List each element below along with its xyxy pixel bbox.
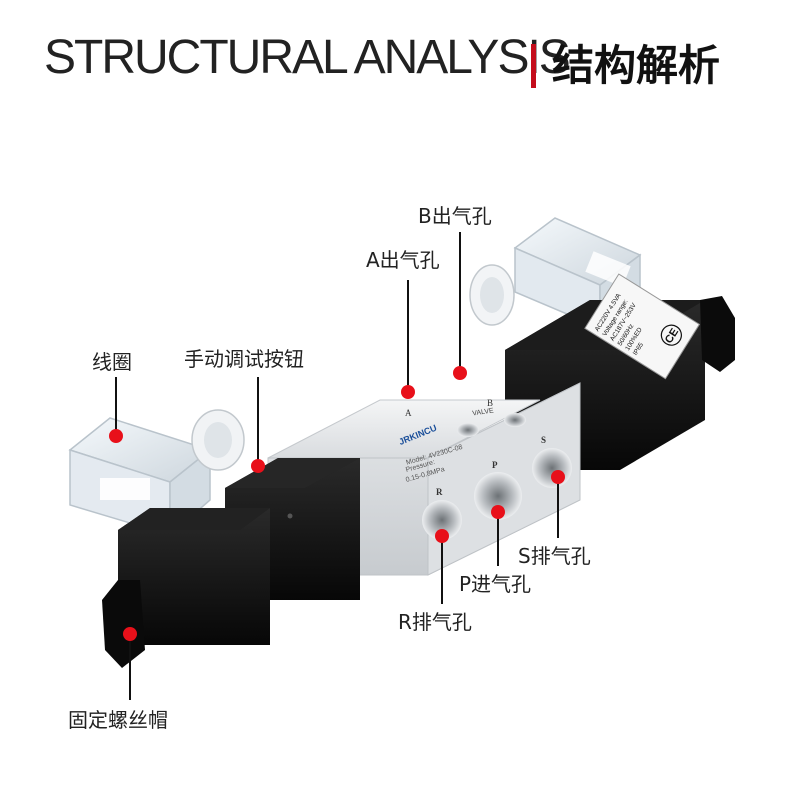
title-chinese: 结构解析 <box>552 41 721 90</box>
label-port-p: P进气孔 <box>459 572 532 596</box>
title-divider <box>531 44 536 88</box>
marker-coil <box>109 429 123 443</box>
port-r-hole <box>422 500 462 540</box>
marking-s: S <box>541 435 546 445</box>
label-port-r: R排气孔 <box>398 610 472 634</box>
label-lock-nut: 固定螺丝帽 <box>68 708 168 732</box>
label-port-a: A出气孔 <box>366 248 440 272</box>
marker-port-p <box>491 505 505 519</box>
label-port-s: S排气孔 <box>518 544 591 568</box>
left-solenoid <box>68 409 360 668</box>
port-s-hole <box>532 448 572 488</box>
label-port-b: B出气孔 <box>418 204 492 228</box>
label-coil: 线圈 <box>92 350 132 374</box>
marker-port-s <box>551 470 565 484</box>
marker-port-a <box>401 385 415 399</box>
marking-a: A <box>405 408 412 418</box>
marking-p: P <box>492 460 498 470</box>
marker-lock-nut <box>123 627 137 641</box>
marking-valve: VALVE <box>472 407 495 417</box>
title-english: STRUCTURAL ANALYSIS <box>44 31 571 84</box>
marker-manual-button <box>251 459 265 473</box>
label-manual-button: 手动调试按钮 <box>184 347 304 371</box>
right-solenoid <box>469 217 735 470</box>
marker-port-b <box>453 366 467 380</box>
port-p-hole <box>474 472 522 520</box>
marking-b: B <box>487 398 493 408</box>
marker-port-r <box>435 529 449 543</box>
marking-r: R <box>436 487 443 497</box>
